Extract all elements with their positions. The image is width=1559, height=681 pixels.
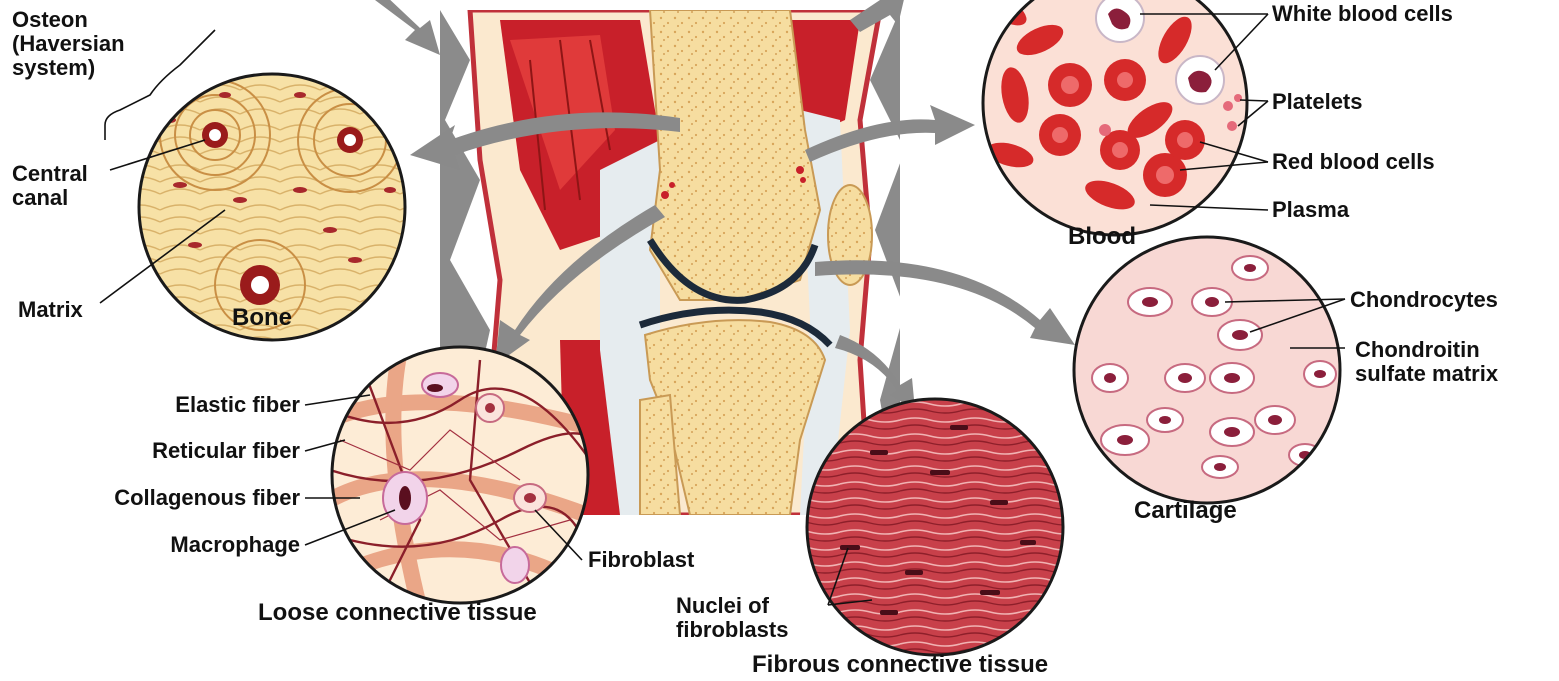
label-chondroitin-matrix: Chondroitin sulfate matrix bbox=[1355, 338, 1498, 386]
label-fibroblast: Fibroblast bbox=[588, 548, 694, 572]
label-plasma: Plasma bbox=[1272, 198, 1349, 222]
label-white-blood-cells: White blood cells bbox=[1272, 2, 1453, 26]
label-red-blood-cells: Red blood cells bbox=[1272, 150, 1435, 174]
label-nuclei-of-fibroblasts: Nuclei of fibroblasts bbox=[676, 594, 788, 642]
arrow-to-top-left bbox=[375, 0, 440, 55]
label-collagenous-fiber: Collagenous fiber bbox=[20, 486, 300, 510]
label-platelets: Platelets bbox=[1272, 90, 1363, 114]
title-bone: Bone bbox=[232, 305, 292, 331]
label-chondrocytes: Chondrocytes bbox=[1350, 288, 1498, 312]
title-cartilage: Cartilage bbox=[1134, 498, 1237, 524]
fibrous-connective-tissue-circle bbox=[807, 399, 1063, 655]
label-osteon: Osteon (Haversian system) bbox=[12, 8, 125, 80]
title-blood: Blood bbox=[1068, 224, 1136, 250]
cartilage-tissue-circle bbox=[1074, 237, 1340, 503]
title-loose-connective-tissue: Loose connective tissue bbox=[258, 600, 537, 626]
blood-tissue-circle bbox=[979, 0, 1247, 235]
label-elastic-fiber: Elastic fiber bbox=[100, 393, 300, 417]
bone-tissue-circle bbox=[139, 74, 405, 340]
label-bone-matrix: Matrix bbox=[18, 298, 83, 322]
label-central-canal: Central canal bbox=[12, 162, 88, 210]
label-reticular-fiber: Reticular fiber bbox=[60, 439, 300, 463]
label-macrophage: Macrophage bbox=[80, 533, 300, 557]
title-fibrous-connective-tissue: Fibrous connective tissue bbox=[752, 652, 1048, 678]
